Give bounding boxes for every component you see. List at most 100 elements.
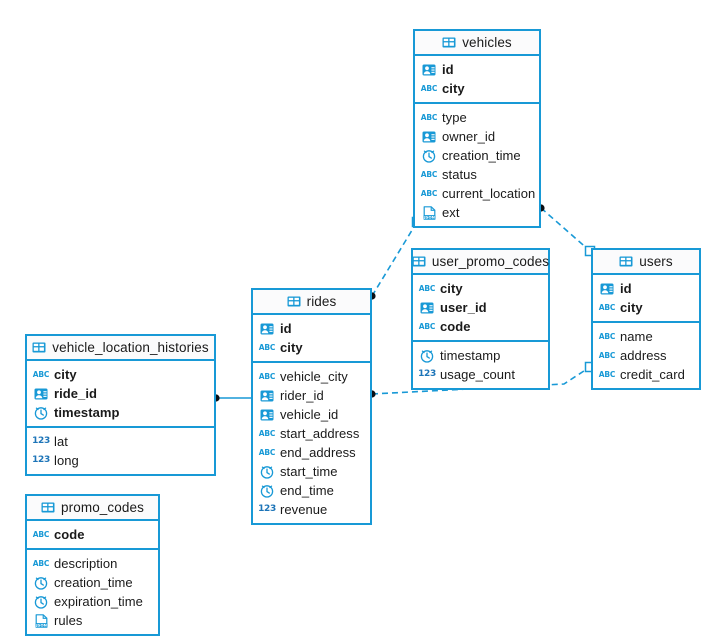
table-title: users: [639, 254, 673, 269]
field-name: ride_id: [54, 386, 97, 401]
field-row[interactable]: creation_time: [27, 573, 158, 592]
field-name: rider_id: [280, 388, 324, 403]
abc-text-icon: ABC: [598, 302, 616, 312]
field-name: user_id: [440, 300, 487, 315]
table-header-user_promo_codes[interactable]: user_promo_codes: [412, 250, 550, 275]
field-row[interactable]: timestamp: [27, 403, 214, 422]
field-row[interactable]: ABC credit_card: [593, 365, 699, 384]
field-name: creation_time: [442, 148, 521, 163]
key-id-badge-icon: [260, 322, 274, 336]
field-name: creation_time: [54, 575, 133, 590]
key-id-badge-icon: [420, 301, 434, 315]
edge-vehicle-location-histories-rides[interactable]: [212, 394, 251, 402]
clock-icon: [260, 484, 274, 498]
clock-icon: [34, 576, 48, 590]
field-row[interactable]: vehicle_id: [253, 405, 370, 424]
table-grid-icon: [442, 36, 456, 50]
field-name: revenue: [280, 502, 328, 517]
field-row[interactable]: owner_id: [415, 127, 539, 146]
field-row[interactable]: creation_time: [415, 146, 539, 165]
table-grid-icon: [32, 341, 46, 355]
field-name: vehicle_city: [280, 369, 348, 384]
field-row[interactable]: id: [415, 60, 539, 79]
key-id-badge-icon: [260, 408, 274, 422]
field-row[interactable]: rider_id: [253, 386, 370, 405]
field-row[interactable]: ABC type: [415, 108, 539, 127]
clock-icon: [34, 406, 48, 420]
abc-text-icon: ABC: [598, 369, 616, 379]
abc-text-icon: ABC: [258, 371, 276, 381]
table-header-users[interactable]: users: [593, 250, 699, 275]
table-header-rides[interactable]: rides: [253, 290, 370, 315]
field-row[interactable]: id: [593, 279, 699, 298]
field-name: ext: [442, 205, 460, 220]
abc-text-icon: ABC: [32, 369, 50, 379]
table-grid-icon: [619, 255, 633, 269]
field-name: credit_card: [620, 367, 685, 382]
field-row[interactable]: start_time: [253, 462, 370, 481]
table-header-promo_codes[interactable]: promo_codes: [27, 496, 158, 521]
table-header-vehicle_location_histories[interactable]: vehicle_location_histories: [27, 336, 214, 361]
abc-text-icon: ABC: [258, 428, 276, 438]
table-grid-icon: [41, 501, 55, 515]
table-title: vehicles: [462, 35, 512, 50]
field-row[interactable]: id: [253, 319, 370, 338]
field-name: end_address: [280, 445, 356, 460]
field-name: owner_id: [442, 129, 496, 144]
field-name: type: [442, 110, 467, 125]
field-name: timestamp: [440, 348, 501, 363]
field-row[interactable]: user_id: [413, 298, 548, 317]
field-row[interactable]: ABC address: [593, 346, 699, 365]
abc-text-icon: ABC: [420, 112, 438, 122]
field-name: id: [280, 321, 292, 336]
field-name: address: [620, 348, 667, 363]
field-row[interactable]: end_time: [253, 481, 370, 500]
abc-text-icon: ABC: [598, 350, 616, 360]
field-name: usage_count: [440, 367, 516, 382]
field-name: vehicle_id: [280, 407, 339, 422]
field-name: id: [442, 62, 454, 77]
field-row[interactable]: ride_id: [27, 384, 214, 403]
table-title: user_promo_codes: [431, 254, 550, 269]
field-row[interactable]: ABC vehicle_city: [253, 367, 370, 386]
table-header-vehicles[interactable]: vehicles: [415, 31, 539, 56]
clock-icon: [420, 349, 434, 363]
field-name: end_time: [280, 483, 334, 498]
field-row[interactable]: timestamp: [413, 346, 548, 365]
field-row[interactable]: expiration_time: [27, 592, 158, 611]
